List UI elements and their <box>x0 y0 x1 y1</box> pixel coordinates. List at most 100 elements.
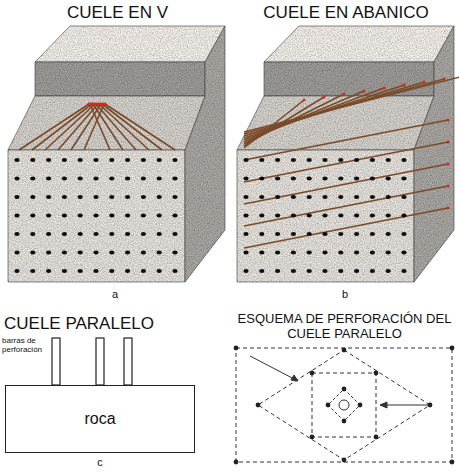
drill-hole <box>291 269 296 273</box>
drill-hole <box>275 158 280 162</box>
drill-hole <box>275 195 280 199</box>
figure-title: CUELE EN ABANICO <box>237 3 455 23</box>
drill-hole <box>354 158 359 162</box>
drill-hole <box>322 232 327 236</box>
drill-hole <box>259 213 264 217</box>
front-face-shade <box>237 150 414 282</box>
drill-hole-line <box>58 104 98 150</box>
drill-hole <box>125 269 130 273</box>
drill-hole <box>172 176 177 180</box>
drill-hole <box>109 158 114 162</box>
drill-hole <box>157 269 162 273</box>
drill-point <box>374 371 379 376</box>
drill-hole <box>386 250 391 254</box>
back-wall <box>35 62 205 96</box>
drill-point <box>326 403 331 408</box>
drill-point <box>428 403 433 408</box>
drill-hole <box>141 232 146 236</box>
drill-hole <box>78 158 83 162</box>
drill-hole <box>109 176 114 180</box>
drill-hole-line <box>71 104 101 150</box>
drill-hole <box>291 250 296 254</box>
drill-hole <box>307 213 312 217</box>
drill-hole <box>78 176 83 180</box>
drill-hole <box>172 232 177 236</box>
drill-hole <box>275 232 280 236</box>
drill-hole <box>157 176 162 180</box>
hole-tip <box>422 80 425 83</box>
drill-hole <box>354 232 359 236</box>
hole-tip <box>446 206 449 209</box>
drill-hole <box>307 158 312 162</box>
drill-point <box>310 435 315 440</box>
drill-rod <box>96 338 104 385</box>
drill-point <box>342 419 347 424</box>
drill-hole <box>93 158 98 162</box>
drill-hole <box>62 250 67 254</box>
drill-hole <box>141 213 146 217</box>
drill-hole <box>141 250 146 254</box>
drill-point <box>342 387 347 392</box>
drill-hole <box>125 232 130 236</box>
drill-hole <box>354 195 359 199</box>
hole-tip <box>446 118 449 121</box>
drill-hole <box>354 176 359 180</box>
inner-square <box>312 373 376 437</box>
drill-point <box>342 348 347 353</box>
drill-hole <box>243 269 248 273</box>
relief-hole <box>339 400 349 410</box>
top-face <box>35 26 225 62</box>
drill-hole <box>243 232 248 236</box>
drill-hole <box>14 250 19 254</box>
drill-point <box>358 403 363 408</box>
figure-title: CUELE EN V <box>10 3 225 23</box>
drill-hole-line <box>244 120 448 160</box>
hole-tip <box>446 162 449 165</box>
drill-hole <box>14 158 19 162</box>
drill-hole <box>370 176 375 180</box>
drill-point <box>450 460 455 465</box>
top-face-edge <box>264 26 454 62</box>
drill-hole <box>322 176 327 180</box>
drill-hole <box>14 176 19 180</box>
box-label: roca <box>84 410 115 428</box>
drill-hole <box>401 176 406 180</box>
drill-hole <box>125 158 130 162</box>
drill-hole <box>172 213 177 217</box>
panel-letter: c <box>80 456 120 469</box>
drill-hole <box>172 269 177 273</box>
drill-hole <box>275 176 280 180</box>
drill-hole <box>157 213 162 217</box>
drill-hole <box>30 176 35 180</box>
drill-hole <box>62 213 67 217</box>
back-wall-edge <box>35 62 205 96</box>
drill-hole <box>93 176 98 180</box>
drill-hole <box>354 250 359 254</box>
drill-point <box>234 346 239 351</box>
drill-hole <box>243 250 248 254</box>
drill-hole <box>93 213 98 217</box>
hole-tip <box>87 102 90 105</box>
drill-hole <box>386 213 391 217</box>
side-face <box>414 26 454 282</box>
side-face <box>185 26 225 282</box>
drill-hole <box>338 250 343 254</box>
panel-letter: b <box>330 288 360 301</box>
drill-point <box>310 371 315 376</box>
diamond <box>258 350 430 460</box>
parallel-cut-sketch <box>52 338 132 385</box>
drill-hole <box>259 158 264 162</box>
side-face-shade <box>414 26 454 282</box>
drill-hole <box>157 250 162 254</box>
drill-hole <box>370 232 375 236</box>
hole-tip <box>88 102 91 105</box>
drill-hole <box>30 213 35 217</box>
drill-hole <box>14 232 19 236</box>
drill-hole <box>93 250 98 254</box>
drill-hole <box>30 269 35 273</box>
side-face-edge <box>185 26 225 282</box>
top-face-edge <box>35 26 225 62</box>
rock-block <box>237 26 459 282</box>
drill-hole <box>14 195 19 199</box>
